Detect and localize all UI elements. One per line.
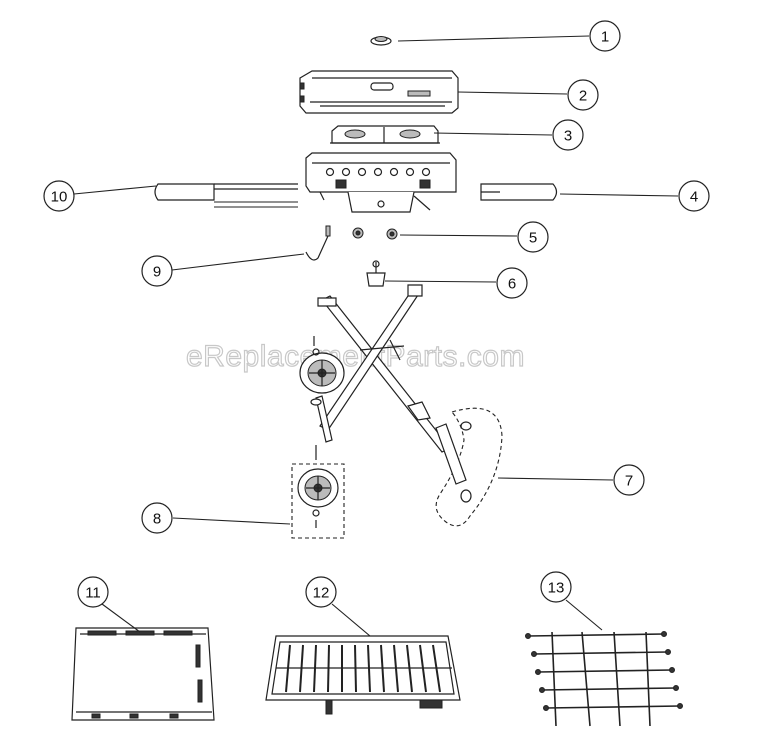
callout-13: 13	[540, 571, 572, 603]
callout-12: 12	[305, 576, 337, 608]
grill-base	[305, 152, 457, 213]
part-2-lid	[299, 70, 459, 114]
stand-frame	[310, 284, 451, 453]
wheel-upper	[299, 336, 345, 394]
part-7-leg-assembly	[435, 407, 503, 527]
callout-4-label: 4	[690, 189, 698, 206]
callout-5-label: 5	[529, 230, 537, 247]
callout-7: 7	[613, 464, 645, 496]
part-13-warming-rack	[525, 631, 683, 727]
callout-6-label: 6	[508, 276, 516, 293]
part-10-left-shelf	[154, 183, 298, 208]
callout-8: 8	[141, 502, 173, 534]
callout-13-label: 13	[548, 580, 565, 597]
callout-10-label: 10	[51, 189, 68, 206]
part-12-cooking-grate	[265, 635, 461, 715]
part-5-control-knobs	[352, 227, 398, 240]
callout-11: 11	[77, 576, 109, 608]
callout-3: 3	[552, 119, 584, 151]
callout-12-label: 12	[313, 585, 330, 602]
callout-2-label: 2	[579, 88, 587, 105]
callout-2: 2	[567, 79, 599, 111]
callout-1-label: 1	[601, 29, 609, 46]
watermark-text: eReplacementParts.com	[186, 340, 525, 373]
part-8-wheel-assembly	[291, 445, 345, 539]
callout-6: 6	[496, 267, 528, 299]
part-1-knob	[370, 36, 392, 46]
callout-9: 9	[141, 255, 173, 287]
callout-7-label: 7	[625, 473, 633, 490]
leader-lines	[73, 35, 679, 637]
callout-9-label: 9	[153, 264, 161, 281]
part-6-regulator	[366, 260, 386, 287]
callout-5: 5	[517, 221, 549, 253]
callout-10: 10	[43, 180, 75, 212]
callout-1: 1	[589, 20, 621, 52]
callout-4: 4	[678, 180, 710, 212]
part-11-drip-tray	[71, 627, 215, 721]
part-3-burner	[330, 125, 440, 144]
callout-3-label: 3	[564, 128, 572, 145]
callout-8-label: 8	[153, 511, 161, 528]
callout-11-label: 11	[85, 585, 101, 602]
part-4-right-shelf	[480, 183, 558, 201]
part-9-igniter	[305, 225, 331, 261]
